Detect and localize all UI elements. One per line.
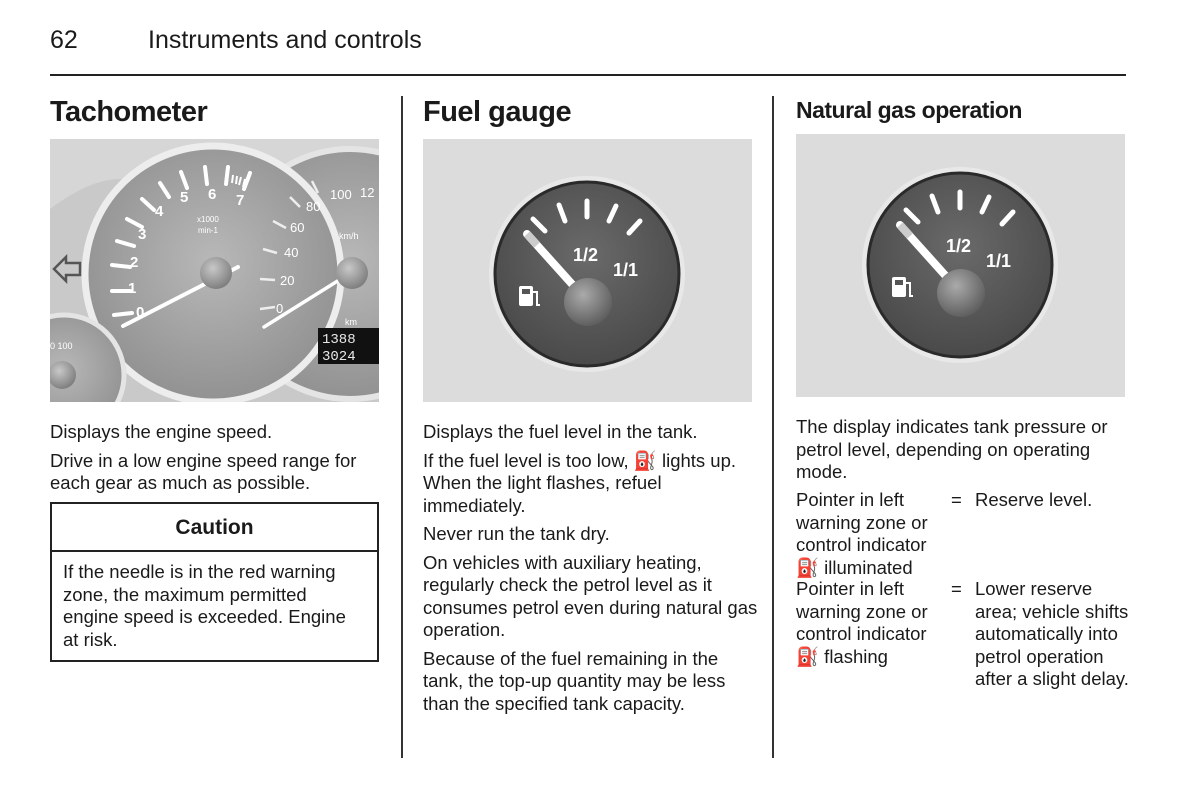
odometer-top: 1388 xyxy=(322,332,356,348)
indicator-equals: = xyxy=(951,578,962,599)
fuel-gauge-text: Displays the fuel level in the tank. If … xyxy=(423,421,758,721)
page-number: 62 xyxy=(50,26,78,54)
speedometer-hub xyxy=(336,257,368,289)
tachometer-heading: Tachometer xyxy=(50,96,208,128)
rpm-unit: min-1 xyxy=(198,226,219,235)
header-rule xyxy=(50,74,1126,76)
tachometer-text: Displays the engine speed. Drive in a lo… xyxy=(50,421,385,501)
rpm-unit: x1000 xyxy=(197,215,219,224)
gauge-label-half: 1/2 xyxy=(946,236,971,256)
column-divider xyxy=(401,96,403,758)
odometer-unit: km xyxy=(345,317,357,327)
indicator-condition: Pointer in left warning zone or control … xyxy=(796,489,928,578)
speed-label: 100 xyxy=(330,187,352,202)
speed-label: 80 xyxy=(306,199,320,214)
rpm-label: 5 xyxy=(180,189,188,206)
rpm-label: 4 xyxy=(155,203,164,220)
gauge-label-full: 1/1 xyxy=(986,251,1011,271)
fuel-gauge-illustration: 1/2 1/1 xyxy=(489,176,685,372)
rpm-label: 7 xyxy=(236,192,244,209)
rpm-label: 1 xyxy=(128,280,136,297)
speed-unit: km/h xyxy=(339,231,359,241)
indicator-row: Pointer in left warning zone or control … xyxy=(796,489,1126,579)
natural-gas-heading: Natural gas operation xyxy=(796,97,1022,123)
fuel-gauge-p5: Because of the fuel remaining in the tan… xyxy=(423,647,726,714)
indicator-row: Pointer in left warning zone or control … xyxy=(796,578,1129,738)
indicator-equals: = xyxy=(951,489,962,510)
section-title: Instruments and controls xyxy=(148,26,422,54)
speed-label: 60 xyxy=(290,220,304,235)
fuel-pump-icon xyxy=(892,277,913,297)
needle-hub xyxy=(564,278,612,326)
tachometer-section: Tachometer xyxy=(50,96,380,128)
fuel-gauge-heading: Fuel gauge xyxy=(423,96,572,128)
speed-label: 12 xyxy=(360,185,374,200)
tachometer-advice: Drive in a low engine speed range for ea… xyxy=(50,449,357,494)
fuel-gauge-figure: 1/2 1/1 xyxy=(423,139,752,402)
odometer-display xyxy=(318,328,379,364)
fuel-gauge-p3: Never run the tank dry. xyxy=(423,523,610,544)
caution-title: Caution xyxy=(52,504,377,552)
natural-gas-section: Natural gas operation xyxy=(796,96,1126,124)
indicator-result: Lower reserve area; vehicle shifts autom… xyxy=(975,578,1129,689)
caution-box: Caution If the needle is in the red warn… xyxy=(50,502,379,662)
instrument-cluster-illustration: 0 1 2 3 4 5 6 7 x1000 min-1 0 xyxy=(50,139,379,402)
small-gauge-label: 0 100 xyxy=(50,341,73,351)
natural-gas-intro: The display indicates tank pressure or p… xyxy=(796,416,1108,482)
needle-hub xyxy=(937,269,985,317)
indicator-condition: Pointer in left warning zone or control … xyxy=(796,578,928,667)
caution-body: If the needle is in the red warning zone… xyxy=(63,561,346,650)
tachometer-figure: 0 1 2 3 4 5 6 7 x1000 min-1 0 xyxy=(50,139,379,402)
natural-gas-figure: 1/2 1/1 xyxy=(796,134,1125,397)
rpm-label: 0 xyxy=(136,304,144,321)
rpm-label: 2 xyxy=(130,254,138,271)
fuel-gauge-p4: On vehicles with auxiliary heating, regu… xyxy=(423,551,758,641)
speed-label: 0 xyxy=(276,301,283,316)
rpm-label: 3 xyxy=(138,226,146,243)
fuel-gauge-section: Fuel gauge xyxy=(423,96,755,128)
turn-signal-icon xyxy=(52,253,82,285)
fuel-gauge-p1: Displays the fuel level in the tank. xyxy=(423,421,698,442)
tachometer-hub xyxy=(200,257,232,289)
indicator-result: Reserve level. xyxy=(975,489,1093,510)
column-divider xyxy=(772,96,774,758)
speed-label: 20 xyxy=(280,273,294,288)
fuel-gauge-p2: If the fuel level is too low, ⛽ lights u… xyxy=(423,449,737,516)
gauge-label-full: 1/1 xyxy=(613,260,638,280)
rpm-label: 6 xyxy=(208,186,216,203)
fuel-pump-icon xyxy=(519,286,540,306)
natural-gas-gauge-illustration: 1/2 1/1 xyxy=(862,167,1058,363)
odometer-bottom: 3024 xyxy=(322,349,356,365)
speed-label: 40 xyxy=(284,245,298,260)
gauge-label-half: 1/2 xyxy=(573,245,598,265)
tachometer-description: Displays the engine speed. xyxy=(50,421,273,442)
